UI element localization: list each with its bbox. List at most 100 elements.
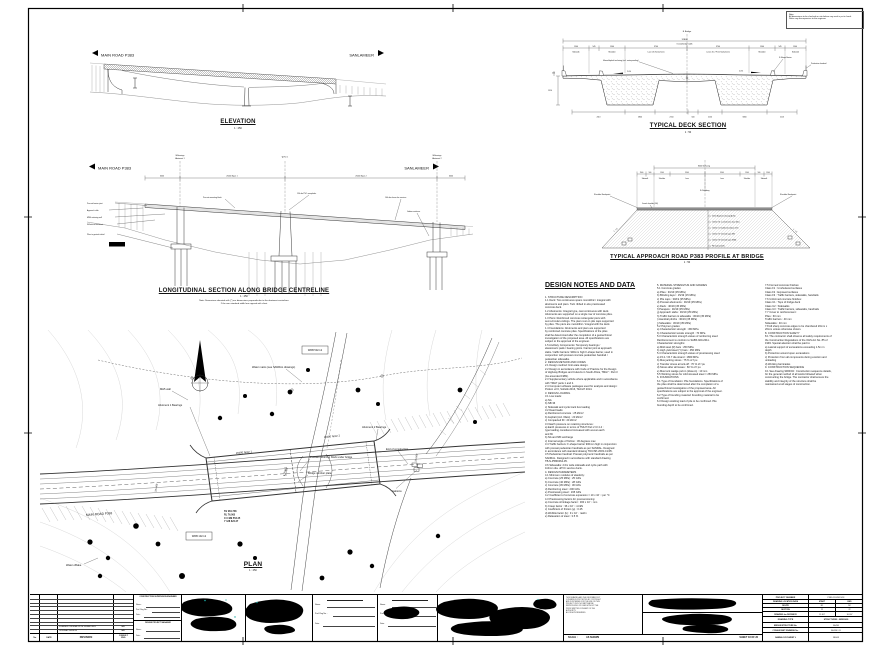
dim-text: 25000 Span 1	[226, 176, 237, 178]
bridge-no-value: B0436	[833, 624, 839, 627]
dim-edge-depth: 250	[552, 73, 555, 75]
dim-rib-depth: 1510	[548, 90, 552, 92]
layer: Fill material (G9)	[712, 245, 725, 248]
road-surface-band	[636, 207, 773, 211]
longitudinal-section-drawing: MAIN ROAD P383 SANLAMEER ℄ Bearings Abut…	[86, 154, 474, 296]
engineer-fields-panel: Name : Prof. Reg No. : Date : Name : Pro…	[312, 595, 437, 642]
lbl: Sidewalk	[642, 178, 649, 180]
date-header: DATE	[46, 636, 52, 639]
callout: Precast barrier joint	[87, 202, 103, 205]
slope-right: 1 : 1.5	[792, 229, 797, 234]
dim-text: 25000 Span 2	[355, 176, 366, 178]
callout: Fill behind abutment	[87, 223, 104, 226]
plan-drawing: Water mains (see SANRAL drawings) MH5 wa…	[39, 329, 526, 593]
plan-title: PLAN	[243, 561, 263, 568]
deck-centerline-label: ℄ Bridge	[682, 30, 692, 33]
scale-sheet-strip: SCALE : AS SHOWN SHEET 03 OF 26	[563, 634, 762, 642]
right-arrow-icon	[433, 163, 439, 170]
dpm-heading: DESIGN PROJECT MANAGER	[145, 622, 171, 624]
dim: 3500	[685, 172, 689, 174]
long-dimension-line	[144, 175, 466, 181]
left-arrow-icon	[92, 50, 98, 56]
bridge-plan	[189, 428, 397, 514]
dim: 500	[758, 172, 761, 174]
disclaimer-panel: THIS DRAWING AND THE INFORMATION IT CONT…	[563, 595, 642, 634]
slope-labels: 1 : 1.5 1 : 1.5	[613, 228, 797, 233]
elevation-left-road-label: MAIN ROAD P383	[101, 53, 135, 58]
cl-label: ℄ Bearings	[175, 154, 185, 157]
revision-entry: SCANNED ORIGINAL WITH SIGNATURES	[59, 625, 96, 628]
title-block: SCANNED ORIGINAL WITH SIGNATURES GAV ORI…	[30, 594, 863, 642]
signature-panel-2	[245, 595, 312, 642]
signature-panel-1	[181, 595, 245, 642]
type-label: DRAWING TYPE	[763, 617, 809, 623]
field-label: Date :	[380, 623, 386, 625]
bottom-dim: 2150	[708, 117, 712, 119]
corner-note-box: Note: All dimensions to be checked on si…	[786, 11, 864, 29]
cl-label: Abutment 1	[175, 157, 184, 160]
elevation-right-road-label: SANLAMEER	[349, 53, 374, 58]
asphalt-surface-line	[562, 73, 807, 76]
elevation-drawing: MAIN ROAD P383 SANLAMEER	[89, 50, 387, 107]
long-section-title: LONGITUDINAL SECTION ALONG BRIDGE CENTRE…	[158, 288, 330, 294]
km-label: DRAWING km DISTANCE	[763, 612, 809, 617]
dim-text: 6000	[449, 176, 453, 178]
abut2-label: Abutment 2 Bearings	[362, 425, 387, 429]
span1-label: 25000 Span 1	[236, 449, 253, 455]
type-value: STRUCTURES - BRIDGES	[823, 619, 849, 621]
station-label: 10+480	[284, 467, 288, 476]
lbl: Shoulder	[744, 178, 751, 180]
design-notes-col1: 1. STRUCTURE DESCRIPTION 1.1 Deck: Two c…	[545, 296, 618, 518]
water-mains-label: Water mains (see SANRAL drawings)	[252, 365, 295, 369]
dim-seg: 545	[779, 46, 782, 48]
section-start: 22	[809, 608, 836, 612]
borehole-symbols	[133, 77, 352, 107]
gabions-label: Gabions	[392, 489, 402, 493]
fold-tick-marks	[24, 4, 866, 645]
callout: Gabion mattress	[407, 210, 420, 213]
revision-entry-by: GAV	[121, 625, 125, 628]
embankment-section	[601, 209, 811, 249]
fall-right-label: 2.0%	[739, 70, 743, 72]
field-label: Name :	[136, 604, 142, 606]
disclaimer-text: THIS DRAWING AND THE INFORMATION IT CONT…	[566, 596, 601, 614]
wrb2-label: WRB 102.12	[192, 535, 207, 538]
field-label: Date :	[136, 635, 141, 637]
dim-text: 6000	[160, 176, 164, 178]
coord: X 3 489 552.45	[224, 517, 241, 520]
elevation-ground-line	[89, 91, 387, 106]
project-number-label: PROJECT NUMBER	[763, 595, 809, 600]
sbp-right: Shoulder Breakpoint	[780, 193, 797, 196]
no-header: No.	[33, 636, 37, 639]
approach-dim-lines	[636, 165, 773, 208]
elevation-embankment-hatch	[91, 65, 383, 96]
cl-label: Abutment 2	[432, 157, 441, 160]
elevation-scale: 1 : 250	[234, 126, 242, 130]
bottom-dim: 5800	[638, 117, 642, 119]
support-centerlines	[179, 161, 438, 222]
revision-header: REVISION	[79, 636, 93, 640]
callout: 100 dia sleeve for services	[385, 197, 406, 199]
scale-value: AS SHOWN	[586, 636, 600, 639]
bottom-dim: 5800	[743, 117, 747, 119]
approach-title: TYPICAL APPROACH ROAD P383 PROFILE AT BR…	[610, 254, 764, 260]
lane-label: Shoulder	[758, 52, 766, 54]
left-arrow-icon	[89, 163, 95, 170]
deck-dimension-lines	[553, 38, 807, 115]
gabions-symbol	[411, 462, 423, 472]
dim: 3500	[720, 172, 724, 174]
bottom-dim: 2113	[780, 117, 784, 119]
field-label: Name :	[315, 604, 322, 606]
coord: SV 281.748	[224, 510, 237, 513]
sbp-left: Shoulder Breakpoint	[594, 193, 611, 196]
km-end: 16.307	[846, 613, 853, 616]
layer: 150mm C3 stabilised subbase (ST)	[712, 227, 739, 230]
bottom-dim: 500	[692, 117, 695, 119]
coord: Y 128 624.47	[224, 520, 239, 523]
callout-asphalt: 40mm Asphalt surfacing (incl. waterproof…	[603, 59, 639, 62]
deck-callouts: 40mm Asphalt surfacing (incl. waterproof…	[603, 57, 827, 74]
lane-label: Sidewalk	[792, 52, 799, 54]
signature-panel-3	[437, 595, 563, 642]
shoulder-breakpoint-labels: Shoulder Breakpoint Shoulder Breakpoint	[594, 193, 797, 208]
